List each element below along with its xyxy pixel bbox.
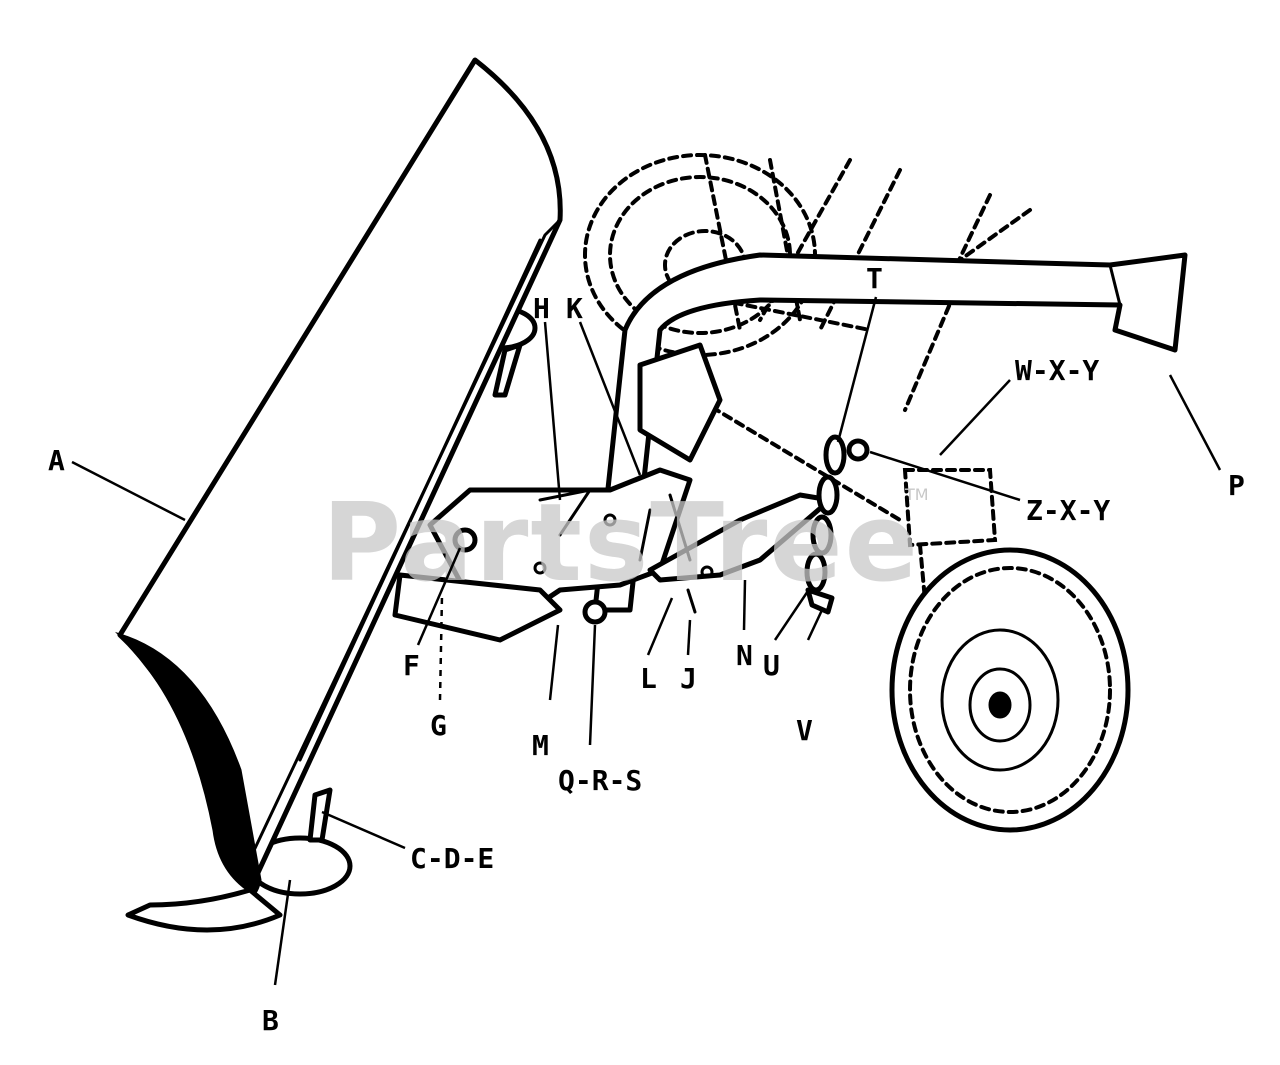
push-frame: [592, 252, 1188, 613]
snow-blade: [114, 57, 563, 933]
callout-c-d-e: C-D-E: [410, 842, 494, 875]
front-wheel: [889, 547, 1131, 833]
lift-chain: [804, 434, 870, 615]
callout-t: T: [866, 262, 883, 295]
callout-m: M: [532, 729, 549, 762]
callout-z-x-y: Z-X-Y: [1026, 494, 1110, 527]
callout-b: B: [262, 1004, 279, 1037]
hitch-assembly: [392, 342, 833, 643]
watermark-trademark: TM: [904, 485, 929, 504]
callout-u: U: [763, 649, 780, 682]
callout-v: V: [796, 714, 813, 747]
callout-p: P: [1228, 469, 1245, 502]
leader-lines: [71, 296, 1222, 986]
callout-g: G: [430, 709, 447, 742]
callout-w-x-y: W-X-Y: [1015, 354, 1099, 387]
callout-l: L: [640, 662, 657, 695]
callout-k: K: [566, 292, 583, 325]
callout-j: J: [680, 662, 697, 695]
callout-n: N: [736, 639, 753, 672]
watermark: PartsTree: [322, 481, 920, 606]
callout-h: H: [533, 292, 550, 325]
callout-a: A: [48, 444, 65, 477]
callout-q-r-s: Q-R-S: [558, 764, 642, 797]
callout-f: F: [403, 649, 420, 682]
